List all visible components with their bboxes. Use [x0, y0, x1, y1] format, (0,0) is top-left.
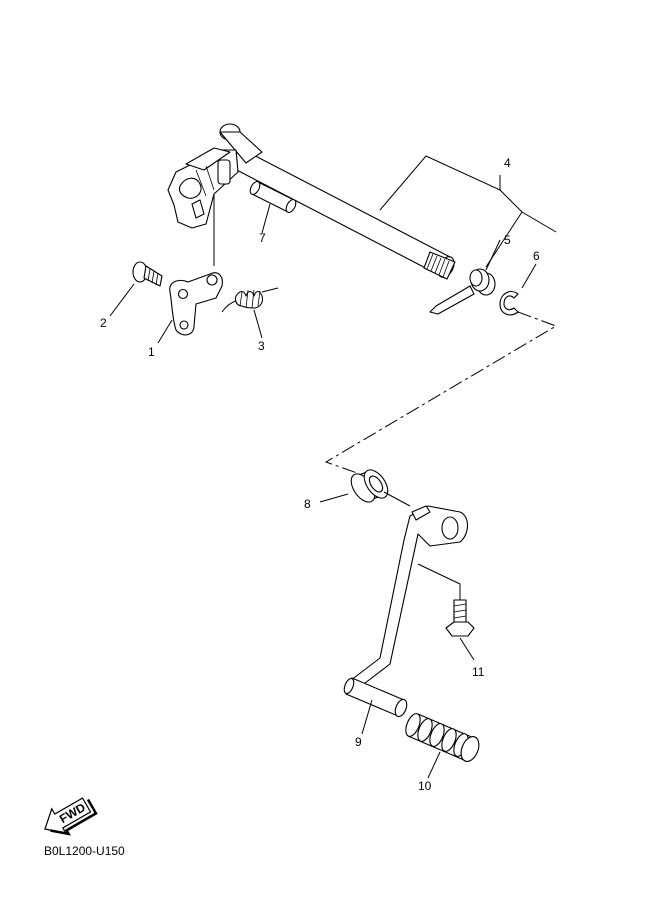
pedal-rubber-part-10	[405, 713, 480, 762]
oil-seal-part-8	[350, 469, 389, 503]
leader-lines	[109, 155, 558, 779]
callout-5: 5	[504, 233, 511, 247]
callout-4: 4	[504, 156, 511, 170]
callout-11: 11	[472, 665, 485, 679]
circlip-part-6	[499, 291, 519, 316]
callout-3: 3	[258, 339, 265, 353]
shift-shaft	[167, 123, 456, 280]
callout-8: 8	[304, 497, 311, 511]
torsion-spring-part-5	[429, 268, 496, 315]
callout-7: 7	[259, 231, 266, 245]
callout-1: 1	[148, 345, 155, 359]
callout-6: 6	[533, 249, 540, 263]
shift-pedal-part-9	[343, 505, 469, 718]
callout-2: 2	[100, 316, 107, 330]
pin-part-7	[249, 180, 297, 214]
bolt-part-2	[132, 261, 163, 287]
bolt-part-11	[445, 599, 475, 637]
diagram-code: B0L1200-U150	[44, 844, 125, 858]
callout-10: 10	[418, 779, 432, 793]
stopper-lever-part-1	[169, 272, 223, 336]
fwd-arrow-icon: FWD	[44, 797, 98, 836]
callout-labels: 1 2 3 4 5 6 7 8 9 10 11	[100, 156, 540, 793]
callout-9: 9	[355, 735, 362, 749]
spring-part-3	[221, 287, 279, 313]
